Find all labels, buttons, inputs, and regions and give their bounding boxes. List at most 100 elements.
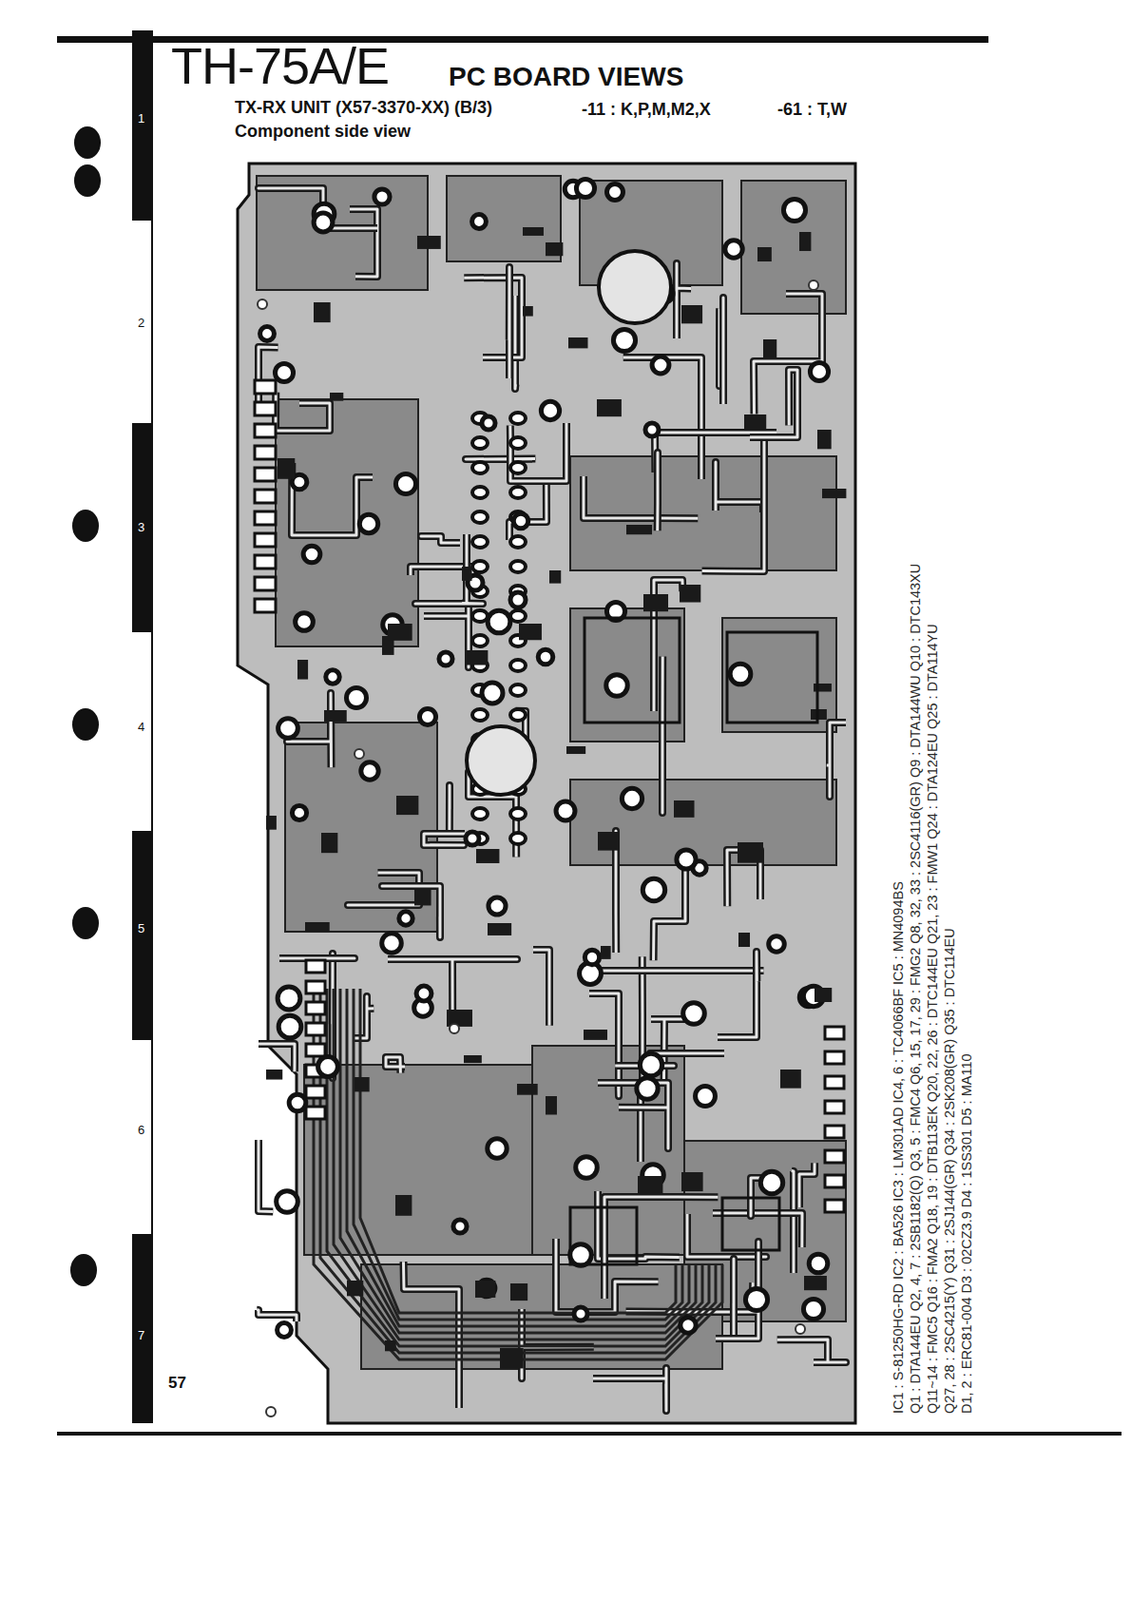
pad [613, 328, 635, 351]
pad [359, 514, 378, 533]
pad [254, 511, 276, 525]
pad [481, 682, 503, 704]
pad [306, 1001, 326, 1015]
pad [824, 1125, 844, 1138]
smd-part [387, 623, 413, 641]
pad [254, 598, 276, 613]
smd-part [324, 709, 347, 722]
pad [510, 486, 526, 499]
trace [623, 357, 702, 480]
trace [258, 1139, 273, 1211]
pad [382, 933, 403, 954]
pad [306, 1106, 326, 1119]
trace [593, 1367, 667, 1411]
smd-part [681, 305, 703, 324]
mounting-pad [466, 726, 536, 795]
pad [510, 592, 526, 608]
smd-part [266, 815, 277, 830]
trace [349, 209, 378, 277]
trace [354, 996, 374, 1038]
trace [596, 968, 765, 972]
pad [277, 1322, 292, 1338]
trace [614, 1053, 725, 1066]
pad [488, 897, 506, 915]
pad [824, 1051, 844, 1064]
pad [313, 212, 333, 232]
bus-trace [313, 988, 723, 1360]
trace [465, 459, 536, 461]
pad [540, 401, 559, 420]
smd-part [744, 414, 767, 429]
pad [291, 805, 307, 820]
trace [604, 1196, 718, 1299]
row-number: 2 [137, 316, 145, 330]
trace [354, 996, 374, 1038]
smd-part [305, 921, 330, 932]
pad [254, 555, 276, 569]
pad [824, 1150, 844, 1163]
trace [421, 536, 461, 543]
pad [419, 708, 436, 725]
smd-part [737, 842, 764, 863]
trace [597, 1190, 680, 1259]
pad [575, 178, 595, 197]
trace [753, 293, 823, 414]
trace [717, 951, 757, 1037]
pad [472, 610, 488, 622]
trace [715, 461, 764, 513]
pad [345, 687, 366, 708]
pad [472, 214, 487, 230]
pad [487, 610, 511, 633]
view-note: Component side view [234, 122, 411, 142]
smd-part [679, 584, 701, 603]
trace [661, 656, 665, 813]
smd-part [487, 922, 512, 936]
smd-part [475, 1280, 496, 1298]
trace [717, 951, 757, 1037]
pad [288, 1093, 307, 1112]
trace [653, 452, 662, 531]
pad [306, 1022, 326, 1036]
copper-area [304, 1064, 533, 1255]
screw-hole [257, 299, 268, 309]
pad [254, 533, 276, 547]
trace [387, 958, 518, 1018]
trace [447, 785, 451, 833]
pad [260, 326, 275, 342]
pad [513, 513, 528, 528]
smd-part [597, 831, 619, 851]
trace [791, 1170, 794, 1273]
parts-list: IC1 : S-81250HG-RD IC2 : BA526 IC3 : LM3… [890, 881, 907, 1414]
smd-part [476, 848, 499, 863]
trace [583, 476, 698, 518]
smd-part [738, 932, 750, 947]
trace [258, 1043, 295, 1072]
bottom-rule [57, 1431, 1122, 1436]
pad [465, 831, 480, 845]
smd-part [329, 392, 344, 402]
trace [258, 1043, 295, 1072]
pad [306, 1043, 326, 1056]
margin-bar [132, 1233, 154, 1423]
pad [254, 489, 276, 503]
smd-part [673, 800, 695, 818]
trace [623, 357, 702, 480]
pad [725, 240, 743, 258]
pad [306, 980, 326, 994]
pad [676, 849, 696, 869]
trace [702, 440, 765, 572]
screw-hole [795, 1323, 806, 1334]
pad [621, 787, 642, 808]
copper-area [446, 175, 561, 262]
pad [306, 959, 326, 973]
trace [514, 295, 518, 389]
row-number: 4 [137, 720, 145, 734]
pad [510, 536, 526, 548]
trace [731, 1258, 735, 1335]
smd-part [499, 1347, 524, 1368]
smd-part [681, 1171, 704, 1191]
smd-part [277, 458, 295, 480]
parts-list: Q1 : DTA144EU Q2, 4, 7 : 2SB1182(Q) Q3, … [907, 563, 924, 1414]
punch-holes [70, 126, 101, 1286]
trace [614, 1053, 725, 1066]
